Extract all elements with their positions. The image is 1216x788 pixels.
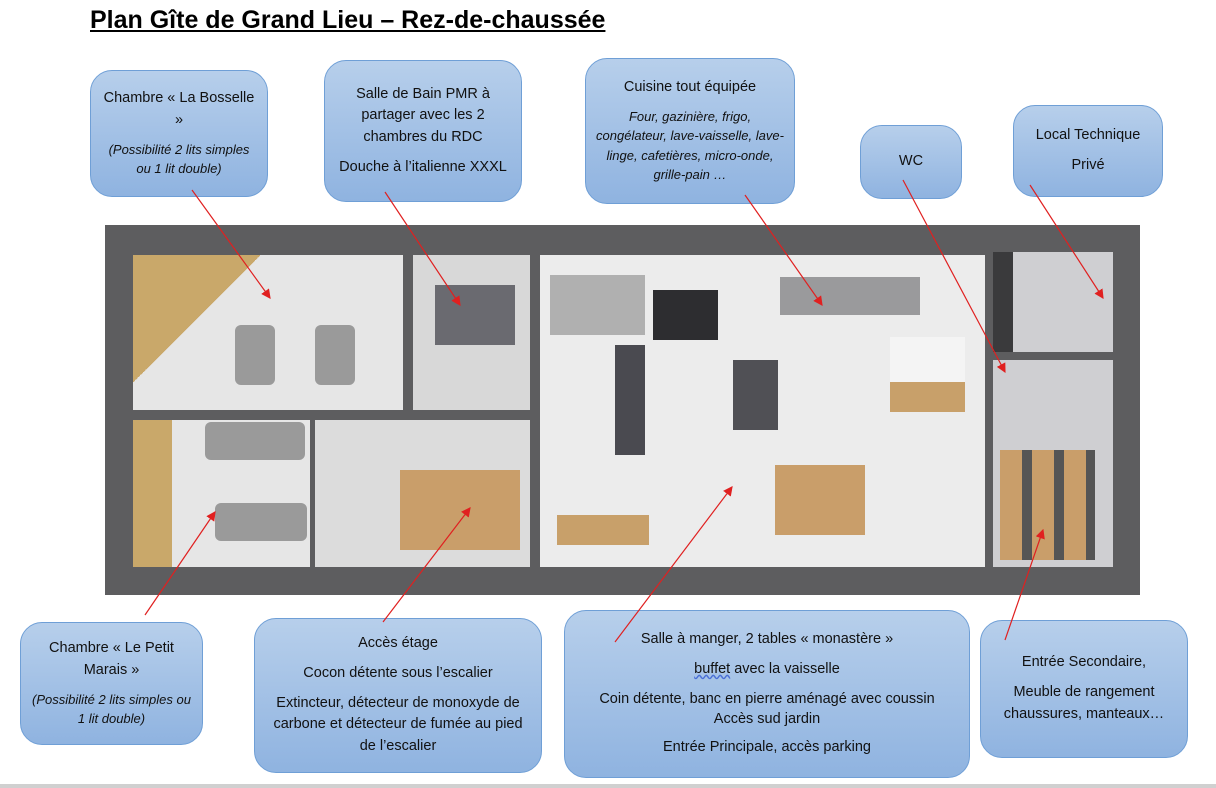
callout-text: Entrée Secondaire, — [1021, 654, 1147, 671]
buffet — [775, 465, 865, 535]
bed — [205, 422, 305, 460]
sofa — [550, 275, 645, 335]
callout-text: Douche à l’italienne XXXL — [339, 158, 507, 175]
callout-text: Cocon détente sous l’escalier — [303, 664, 493, 681]
callout-dining: Salle à manger, 2 tables « monastère » b… — [564, 610, 970, 778]
page-bottom-edge — [0, 784, 1216, 788]
callout-text: Coin détente, banc en pierre aménagé ave… — [575, 689, 959, 730]
fridge — [890, 337, 965, 412]
bed — [215, 503, 307, 541]
page-title: Plan Gîte de Grand Lieu – Rez-de-chaussé… — [90, 6, 606, 34]
callout-text: Local Technique — [1035, 127, 1141, 144]
callout-bathroom: Salle de Bain PMR à partager avec les 2 … — [324, 60, 522, 202]
stairs-unit — [400, 470, 520, 550]
callout-petit-marais: Chambre « Le Petit Marais » (Possibilité… — [20, 622, 203, 745]
shower — [435, 285, 515, 345]
callout-technical: Local Technique Privé — [1013, 105, 1163, 197]
callout-title: Cuisine tout équipée — [623, 79, 757, 96]
storage-cabinet — [1000, 450, 1095, 560]
callout-stairs: Accès étage Cocon détente sous l’escalie… — [254, 618, 542, 773]
callout-text: Entrée Principale, accès parking — [663, 739, 871, 756]
callout-text: buffet avec la vaisselle — [575, 659, 959, 681]
callout-title: Chambre « La Bosselle » — [103, 90, 255, 128]
callout-text: Meuble de rangement chaussures, manteaux… — [1003, 684, 1165, 722]
rug — [653, 290, 718, 340]
callout-note: (Possibilité 2 lits simples ou 1 lit dou… — [32, 691, 191, 727]
callout-text: Privé — [1071, 157, 1105, 173]
kitchen-counter — [780, 277, 920, 315]
callout-text-rest: avec la vaisselle — [730, 660, 840, 677]
callout-note: Four, gazinière, frigo, congélateur, lav… — [596, 108, 784, 183]
callout-title: Chambre « Le Petit Marais » — [49, 640, 174, 678]
island — [733, 360, 778, 430]
spellcheck-word: buffet — [694, 660, 731, 677]
callout-wc: WC — [860, 125, 962, 199]
dining-table — [615, 345, 645, 455]
callout-title: WC — [898, 153, 924, 170]
callout-line: Coin détente, banc en pierre aménagé ave… — [599, 690, 935, 707]
callout-kitchen: Cuisine tout équipée Four, gazinière, fr… — [585, 58, 795, 204]
callout-secondary-entrance: Entrée Secondaire, Meuble de rangement c… — [980, 620, 1188, 758]
callout-line: Accès sud jardin — [713, 710, 821, 727]
technical-stripes — [993, 252, 1013, 352]
callout-text: Extincteur, détecteur de monoxyde de car… — [273, 694, 523, 755]
bench — [557, 515, 649, 545]
callout-bosselle: Chambre « La Bosselle » (Possibilité 2 l… — [90, 70, 268, 197]
bed — [235, 325, 275, 385]
callout-text: Salle à manger, 2 tables « monastère » — [640, 631, 894, 648]
callout-text: Accès étage — [358, 635, 438, 652]
callout-text: Salle de Bain PMR à partager avec les 2 … — [356, 85, 490, 146]
floor-plan — [105, 225, 1140, 595]
bed — [315, 325, 355, 385]
callout-note: (Possibilité 2 lits simples ou 1 lit dou… — [108, 141, 250, 177]
